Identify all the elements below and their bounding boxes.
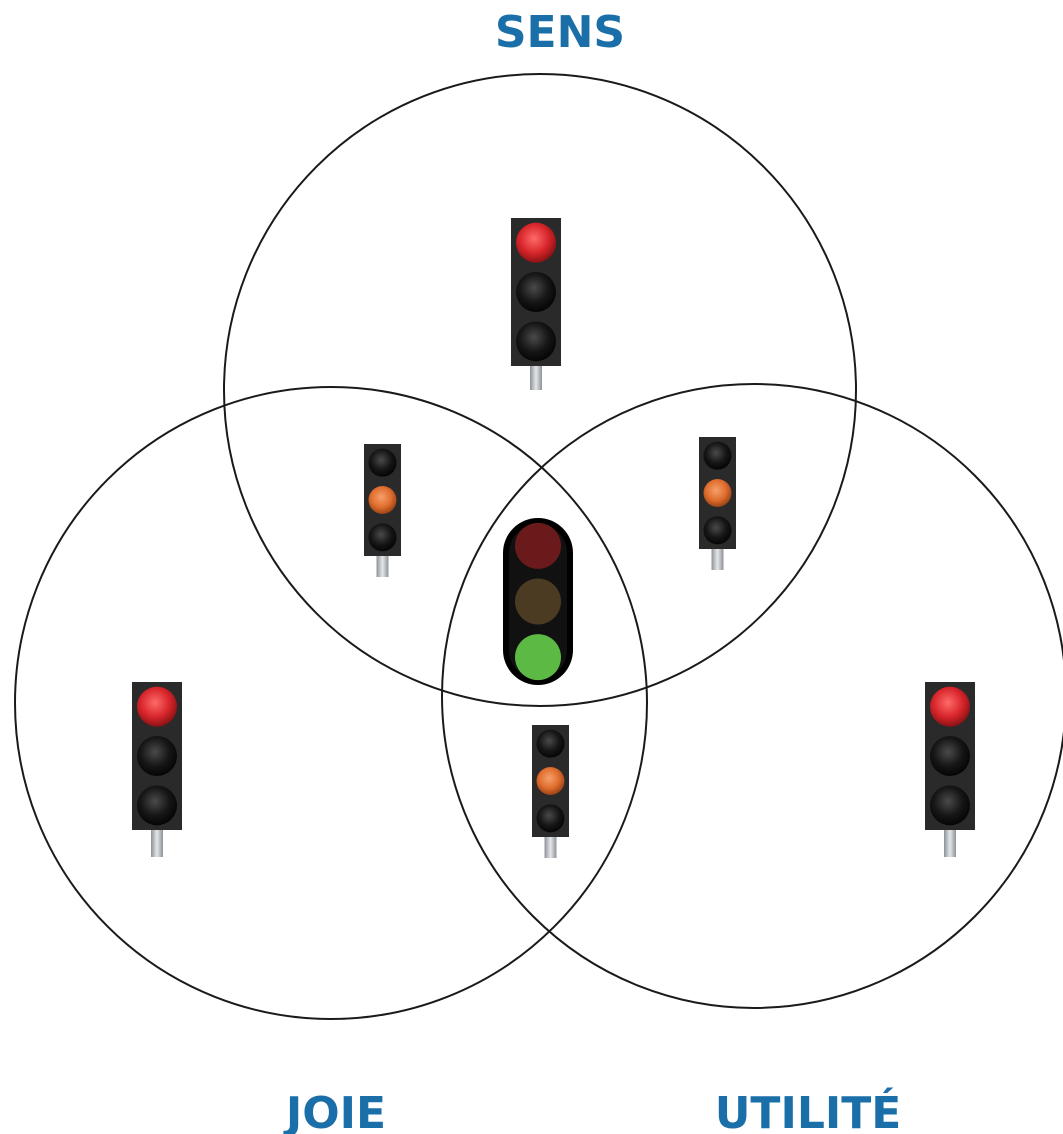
- label-sens: SENS: [495, 7, 625, 58]
- pole: [530, 366, 542, 390]
- traffic-lights: [132, 218, 975, 858]
- lamp-amber: [536, 767, 565, 795]
- lamp-green: [930, 785, 970, 826]
- lamp-green: [536, 804, 565, 833]
- lamp-amber: [137, 736, 177, 776]
- pole: [151, 830, 163, 857]
- lamp-amber: [515, 578, 561, 625]
- circle-sens: [223, 73, 857, 707]
- label-utilite: UTILITÉ: [715, 1086, 902, 1134]
- lamp-green: [137, 785, 177, 826]
- traffic-light-joie-utilite: [532, 725, 569, 858]
- lamp-red: [536, 729, 565, 758]
- pole: [944, 830, 956, 857]
- traffic-light-sens-joie-utilite: [503, 518, 573, 685]
- lamp-green: [368, 523, 397, 552]
- lamp-amber: [368, 486, 397, 514]
- circle-joie: [14, 386, 648, 1020]
- lamp-amber: [703, 479, 732, 507]
- lamp-green: [515, 634, 561, 681]
- lamp-green: [703, 516, 732, 545]
- traffic-light-utilite-only: [925, 682, 975, 857]
- lamp-red: [703, 441, 732, 470]
- lamp-green: [516, 321, 556, 362]
- pole: [544, 837, 557, 858]
- lamp-amber: [516, 272, 556, 312]
- traffic-light-sens-joie: [364, 444, 401, 577]
- lamp-red: [368, 448, 397, 477]
- lamp-red: [515, 522, 561, 569]
- circle-utilite: [441, 383, 1063, 1009]
- pole: [711, 549, 724, 570]
- pole: [376, 556, 389, 577]
- lamp-amber: [930, 736, 970, 776]
- lamp-red: [930, 686, 970, 727]
- traffic-light-joie-only: [132, 682, 182, 857]
- traffic-light-sens-utilite: [699, 437, 736, 570]
- traffic-light-sens-only: [511, 218, 561, 390]
- label-joie: JOIE: [283, 1088, 386, 1134]
- lamp-red: [137, 686, 177, 727]
- lamp-red: [516, 222, 556, 263]
